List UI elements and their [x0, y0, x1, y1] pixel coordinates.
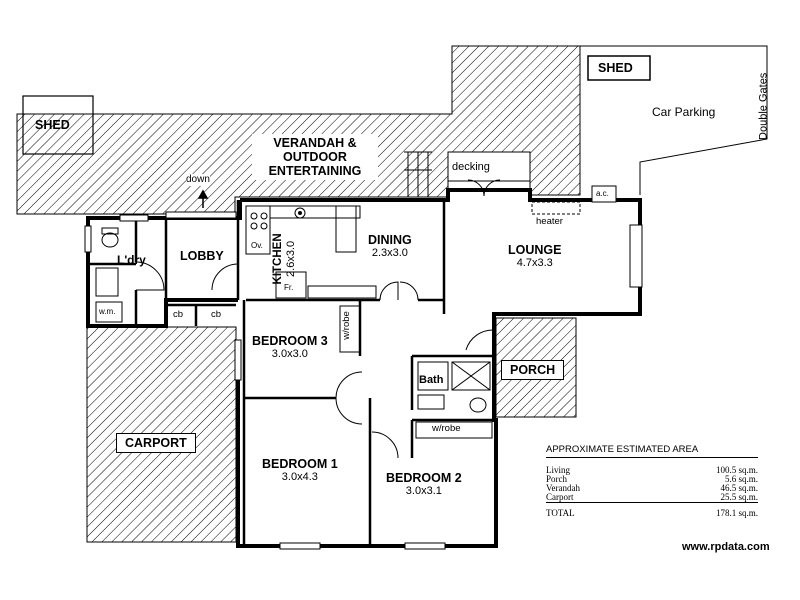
area-row-value: 100.5 sq.m.: [715, 465, 758, 475]
dining-dims: 2.3x3.0: [371, 247, 408, 260]
area-row-value: 25.5 sq.m.: [720, 492, 758, 502]
shed-right-label: SHED: [598, 61, 633, 75]
wm-label: w.m.: [99, 307, 116, 316]
car-parking-outline: [580, 45, 768, 195]
wrobe2-label: w/robe: [432, 423, 461, 434]
double-gates-label: Double Gates: [757, 72, 770, 140]
area-total-value: 178.1 sq.m.: [715, 508, 758, 518]
area-row-value: 46.5 sq.m.: [720, 483, 758, 493]
verandah-label: VERANDAH & OUTDOOR ENTERTAINING: [252, 134, 378, 180]
bedroom2-name: BEDROOM 2: [386, 471, 462, 485]
verandah-text: VERANDAH & OUTDOOR ENTERTAINING: [268, 136, 362, 178]
bedroom1-name: BEDROOM 1: [262, 457, 338, 471]
area-row-label: Living: [546, 465, 570, 475]
car-parking-label: Car Parking: [652, 105, 716, 119]
oven-label: Ov.: [251, 241, 263, 250]
doors: [135, 179, 501, 459]
kitchen-label: KITCHEN 2.6x3.0: [272, 229, 298, 289]
fridge-label: Fr.: [284, 283, 294, 292]
area-table: APPROXIMATE ESTIMATED AREA Living 100.5 s…: [546, 444, 758, 518]
bedroom2-label: BEDROOM 2 3.0x3.1: [386, 471, 462, 498]
area-row-label: Carport: [546, 492, 574, 502]
area-row-value: 5.6 sq.m.: [724, 474, 758, 484]
area-row-label: Porch: [546, 474, 567, 484]
bath-label: Bath: [419, 374, 444, 386]
shed-right-box: [587, 55, 651, 81]
down-arrow: [197, 189, 209, 208]
carport-label: CARPORT: [116, 433, 196, 454]
down-label: down: [186, 174, 210, 186]
area-row: Verandah 46.5 sq.m.: [546, 484, 758, 493]
kitchen-dims: 2.6x3.0: [285, 240, 298, 277]
dining-label: DINING 2.3x3.0: [368, 233, 412, 260]
wet-fixtures: [95, 227, 493, 439]
decking-label: decking: [452, 161, 490, 173]
ac-unit: [591, 185, 617, 203]
kitchen-name: KITCHEN: [272, 233, 285, 285]
lounge-dims: 4.7x3.3: [516, 257, 553, 270]
ac-label: a.c.: [596, 189, 609, 198]
ldry-label: L'dry: [117, 253, 146, 267]
wrobe1-label: w/robe: [340, 311, 352, 340]
bedroom2-dims: 3.0x3.1: [405, 485, 442, 498]
bedroom3-label: BEDROOM 3 3.0x3.0: [252, 334, 328, 361]
bedroom1-dims: 3.0x4.3: [281, 471, 318, 484]
area-title: APPROXIMATE ESTIMATED AREA: [546, 444, 758, 458]
cb1-label: cb: [173, 309, 184, 320]
kitchen-fixtures: [245, 205, 377, 299]
credit-text: www.rpdata.com: [682, 541, 770, 553]
bedroom1-label: BEDROOM 1 3.0x4.3: [262, 457, 338, 484]
windows: [84, 211, 643, 550]
porch-label: PORCH: [501, 360, 565, 381]
area-row: Porch 5.6 sq.m.: [546, 475, 758, 484]
bedroom3-dims: 3.0x3.0: [271, 348, 308, 361]
decking-steps: [404, 151, 531, 197]
heater-label: heater: [536, 216, 563, 227]
area-row: Living 100.5 sq.m.: [546, 466, 758, 475]
area-row-label: Verandah: [546, 483, 580, 493]
cb2-label: cb: [211, 309, 222, 320]
area-row: Carport 25.5 sq.m.: [546, 493, 758, 503]
heater-unit: [531, 201, 581, 215]
dining-name: DINING: [368, 233, 412, 247]
lounge-name: LOUNGE: [508, 243, 562, 257]
area-total-label: TOTAL: [546, 508, 575, 518]
lobby-label: LOBBY: [180, 249, 224, 263]
shed-left-label: SHED: [35, 118, 70, 132]
bedroom3-name: BEDROOM 3: [252, 334, 328, 348]
area-total-row: TOTAL 178.1 sq.m.: [546, 509, 758, 518]
lounge-label: LOUNGE 4.7x3.3: [508, 243, 561, 270]
interior-walls: [90, 200, 494, 546]
shed-left: [22, 95, 94, 155]
